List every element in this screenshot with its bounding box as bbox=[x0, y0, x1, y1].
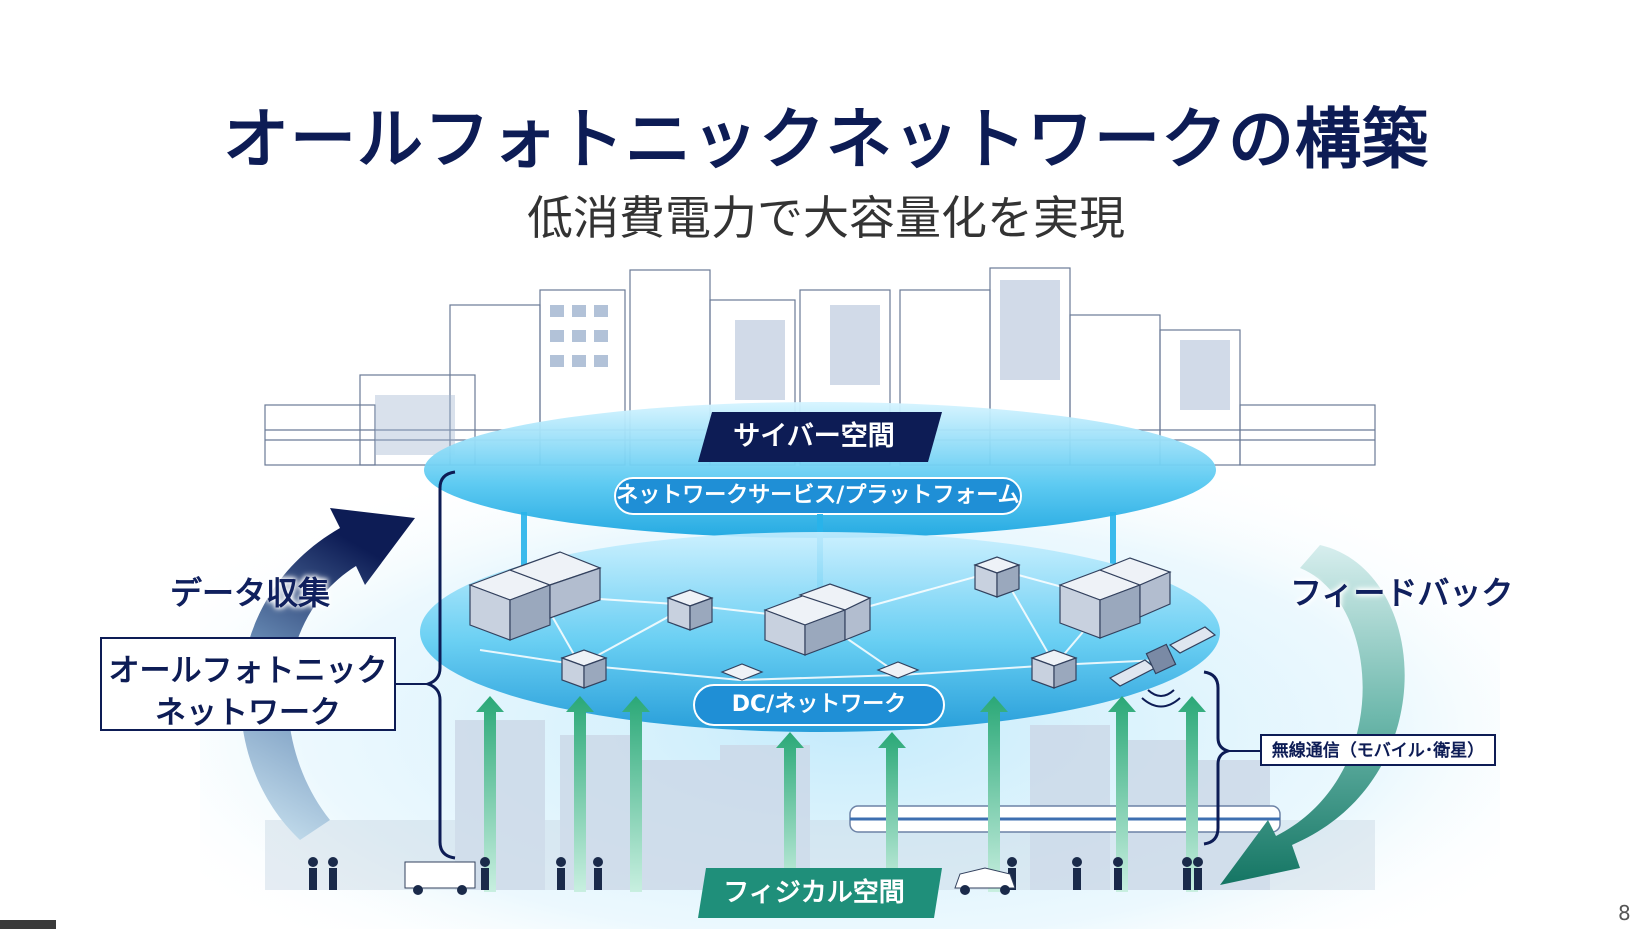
up-arrow-icon bbox=[476, 696, 1206, 892]
building-windows bbox=[375, 280, 1230, 455]
satellite-icon bbox=[1108, 626, 1217, 708]
dc-network-label: DC/ネットワーク bbox=[731, 692, 907, 717]
data-center-icon bbox=[468, 551, 1172, 689]
curved-arrow-icon bbox=[240, 508, 415, 840]
physical-space-label: フィジカル空間 bbox=[723, 878, 905, 908]
page-number: 8 bbox=[1618, 901, 1631, 925]
feedback-arrow-icon bbox=[1220, 545, 1405, 885]
apn-label-box: オールフォトニック ネットワーク bbox=[100, 637, 396, 731]
train-icon bbox=[849, 805, 1281, 833]
feedback-label: フィードバック bbox=[1290, 574, 1514, 612]
dc-network-pill-bg bbox=[693, 684, 945, 726]
slide-title: オールフォトニックネットワークの構築 bbox=[223, 101, 1429, 178]
corner-logo bbox=[0, 920, 56, 929]
slide-subtitle: 低消費電力で大容量化を実現 bbox=[527, 191, 1125, 245]
wireless-label: 無線通信（モバイル･衛星） bbox=[1260, 734, 1496, 766]
platform-label: ネットワークサービス/プラットフォーム bbox=[616, 483, 1020, 508]
apn-label-line1: オールフォトニック bbox=[108, 653, 388, 689]
data-collection-label: データ収集 bbox=[169, 574, 330, 612]
physical-space-label-bg bbox=[698, 868, 942, 918]
vehicle-icon bbox=[404, 861, 1016, 895]
cyber-space-label-bg bbox=[698, 412, 942, 462]
cyber-space-label: サイバー空間 bbox=[733, 421, 895, 452]
apn-label-line2: ネットワーク bbox=[155, 695, 341, 731]
